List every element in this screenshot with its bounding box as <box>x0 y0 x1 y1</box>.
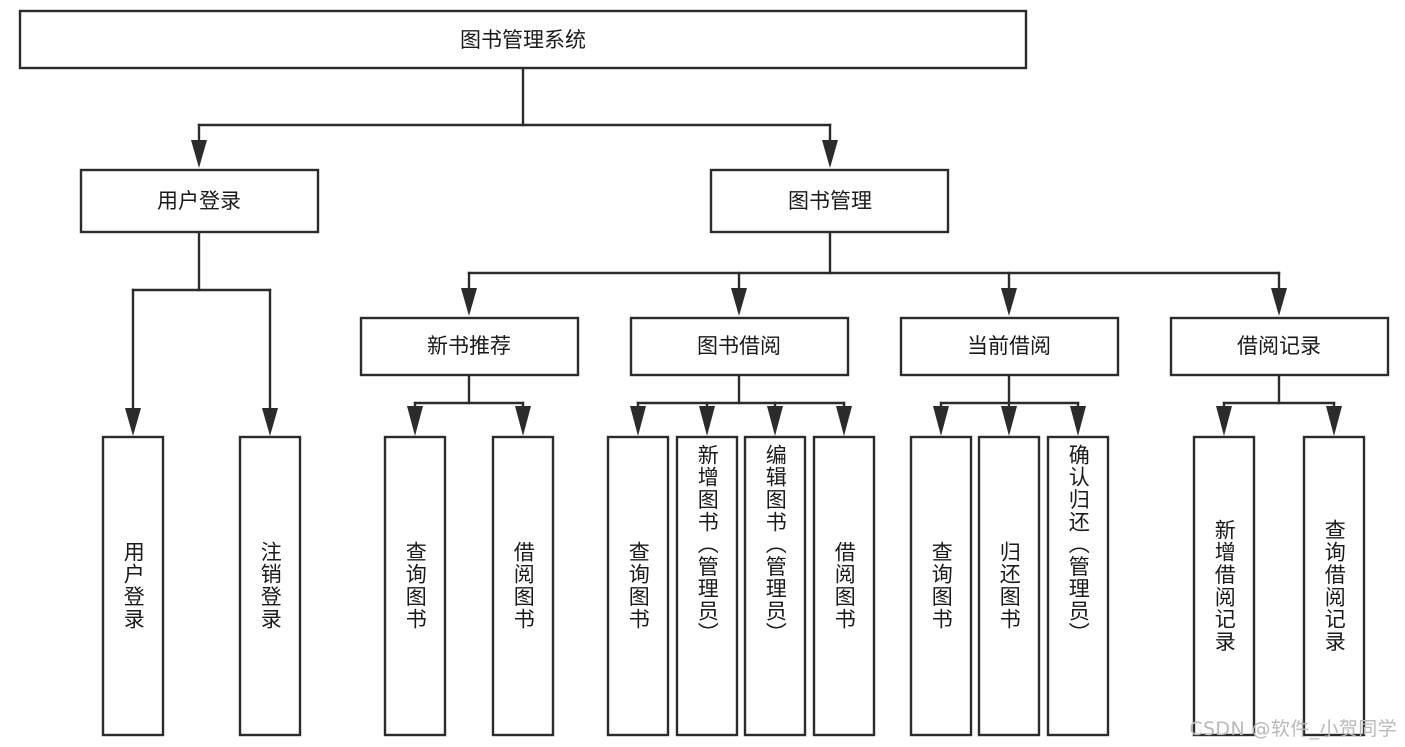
arrowhead-leaf-borrow-edit-book <box>767 406 783 436</box>
node-user-login-rect[interactable] <box>79 168 320 234</box>
node-book-manage-rect[interactable] <box>709 168 950 234</box>
node-book-manage[interactable]: 图书管理 <box>709 168 950 234</box>
leaf-boxes <box>101 435 1366 737</box>
connectors-current-borrow-to-leaves <box>933 373 1086 436</box>
node-user-login[interactable]: 用户登录 <box>79 168 320 234</box>
node-current-borrow-rect[interactable] <box>899 316 1120 377</box>
arrowhead-book-manage <box>822 140 838 168</box>
leaf-rec-query-book-rect[interactable] <box>383 435 447 737</box>
node-current-borrow-label: 当前借阅 <box>967 334 1051 358</box>
leaf-cur-confirm-return-rect[interactable] <box>1046 435 1110 737</box>
leaf-user-logout-rect[interactable] <box>238 435 302 737</box>
connectors-new-book-recommend-to-leaves <box>407 373 531 436</box>
node-new-book-recommend-rect[interactable] <box>359 316 580 377</box>
leaf-cur-return-book-rect[interactable] <box>977 435 1041 737</box>
leaf-borrow-lend-book-rect[interactable] <box>812 435 876 737</box>
node-user-login-label: 用户登录 <box>157 189 241 213</box>
node-root-rect[interactable] <box>18 9 1028 70</box>
arrowhead-leaf-rec-query-book <box>407 406 423 436</box>
node-borrow-record[interactable]: 借阅记录 <box>1169 316 1390 377</box>
arrowhead-leaf-cur-return-book <box>1001 406 1017 436</box>
leaf-user-login-rect[interactable] <box>101 435 165 737</box>
arrowhead-leaf-borrow-query-book <box>630 406 646 436</box>
node-new-book-recommend-label: 新书推荐 <box>427 334 511 358</box>
node-borrow-record-label: 借阅记录 <box>1237 334 1321 358</box>
arrowhead-current-borrow <box>1001 288 1017 316</box>
connectors-borrow-record-to-leaves <box>1216 373 1342 436</box>
arrowhead-leaf-user-logout <box>262 408 278 436</box>
arrowhead-book-borrow <box>731 288 747 316</box>
node-root-label: 图书管理系统 <box>460 28 586 52</box>
node-root[interactable]: 图书管理系统 <box>18 9 1028 70</box>
leaf-rec-borrow-book-rect[interactable] <box>491 435 555 737</box>
leaf-borrow-query-book-rect[interactable] <box>606 435 670 737</box>
csdn-watermark: CSDN @软件_小贺同学 <box>1189 718 1397 740</box>
node-new-book-recommend[interactable]: 新书推荐 <box>359 316 580 377</box>
arrowhead-leaf-borrow-add-book <box>699 406 715 436</box>
node-book-manage-label: 图书管理 <box>788 189 872 213</box>
node-book-borrow-label: 图书借阅 <box>697 334 781 358</box>
connectors-book-borrow-to-leaves <box>630 373 852 436</box>
node-book-borrow-rect[interactable] <box>629 316 850 377</box>
leaf-borrow-add-book-rect[interactable] <box>675 435 739 737</box>
connectors-user-login-to-leaves <box>125 230 278 436</box>
arrowhead-leaf-cur-confirm-return <box>1070 406 1086 436</box>
arrowhead-borrow-record <box>1271 288 1287 316</box>
leaf-borrow-edit-book-rect[interactable] <box>743 435 807 737</box>
arrowhead-leaf-rec-add-record <box>1216 406 1232 436</box>
leaf-rec-add-record-rect[interactable] <box>1192 435 1256 737</box>
connectors-book-manage-to-level3 <box>461 230 1287 316</box>
arrowhead-new-book-recommend <box>461 288 477 316</box>
arrowhead-user-login <box>191 140 207 168</box>
arrowhead-leaf-user-login <box>125 408 141 436</box>
arrowhead-leaf-cur-query-book <box>933 406 949 436</box>
leaf-rec-query-record-rect[interactable] <box>1302 435 1366 737</box>
arrowhead-leaf-rec-query-record <box>1326 406 1342 436</box>
connectors-root-to-level2 <box>191 66 838 168</box>
node-borrow-record-rect[interactable] <box>1169 316 1390 377</box>
leaf-cur-query-book-rect[interactable] <box>909 435 973 737</box>
node-current-borrow[interactable]: 当前借阅 <box>899 316 1120 377</box>
arrowhead-leaf-borrow-lend-book <box>836 406 852 436</box>
arrowhead-leaf-rec-borrow-book <box>515 406 531 436</box>
node-book-borrow[interactable]: 图书借阅 <box>629 316 850 377</box>
